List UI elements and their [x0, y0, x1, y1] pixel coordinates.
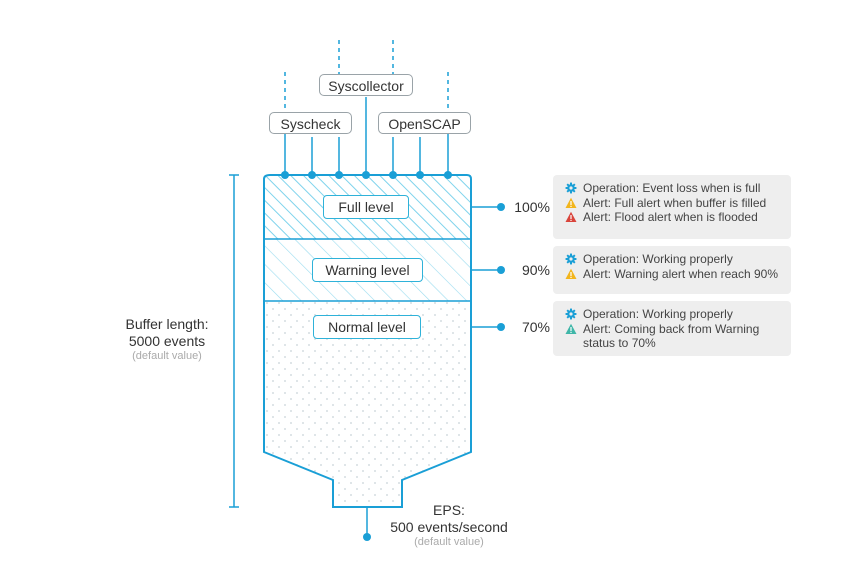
- info-text: Operation: Working properly: [583, 252, 733, 267]
- percent-full: 100%: [514, 199, 550, 215]
- eps-label: EPS: 500 events/second (default value): [378, 502, 520, 548]
- warning-red-icon: [565, 211, 577, 223]
- info-line: Alert: Flood alert when is flooded: [565, 210, 783, 225]
- buffer-length-value: 5000 events: [128, 333, 206, 349]
- eps-value: 500 events/second: [390, 519, 508, 535]
- info-panel-normal: Operation: Working properly Alert: Comin…: [553, 301, 791, 356]
- buffer-length-note: (default value): [132, 350, 202, 362]
- buffer-length-label: Buffer length: 5000 events (default valu…: [108, 316, 226, 362]
- warning-yellow-icon: [565, 268, 577, 280]
- info-text: Operation: Event loss when is full: [583, 181, 761, 196]
- level-normal: Normal level: [313, 315, 421, 339]
- level-warning: Warning level: [312, 258, 423, 282]
- warning-teal-icon: [565, 323, 577, 335]
- gear-icon: [565, 182, 577, 194]
- info-line: Alert: Coming back from Warning: [565, 322, 783, 337]
- info-line: Alert: Warning alert when reach 90%: [565, 267, 783, 282]
- gear-icon: [565, 253, 577, 265]
- info-line: Operation: Working properly: [565, 252, 783, 267]
- info-text: Alert: Full alert when buffer is filled: [583, 195, 767, 210]
- eps-title: EPS:: [433, 502, 465, 518]
- percent-warning: 90%: [521, 262, 550, 278]
- buffer-length-bracket: [229, 174, 239, 508]
- buffer-length-title: Buffer length:: [125, 316, 209, 332]
- source-openscap: OpenSCAP: [378, 112, 471, 134]
- info-text: Operation: Working properly: [583, 307, 733, 322]
- gear-icon: [565, 308, 577, 320]
- info-panel-warning: Operation: Working properly Alert: Warni…: [553, 246, 791, 294]
- tank-outline: [263, 174, 472, 508]
- warning-yellow-icon: [565, 197, 577, 209]
- info-line: Alert: Full alert when buffer is filled: [565, 196, 783, 211]
- level-connectors: [471, 203, 505, 331]
- info-text: Alert: Warning alert when reach 90%: [583, 266, 778, 281]
- info-panel-full: Operation: Event loss when is full Alert…: [553, 175, 791, 239]
- output-line: [363, 507, 371, 541]
- info-text: Alert: Coming back from Warning: [583, 321, 760, 336]
- info-text: Alert: Flood alert when is flooded: [583, 210, 758, 225]
- info-continuation: status to 70%: [583, 336, 656, 350]
- input-dots: [281, 171, 452, 179]
- input-feed-lines: [284, 40, 449, 175]
- source-syscheck: Syscheck: [269, 112, 352, 134]
- info-line: Operation: Event loss when is full: [565, 181, 783, 196]
- percent-normal: 70%: [521, 319, 550, 335]
- eps-note: (default value): [414, 536, 484, 548]
- tank-fill: [264, 175, 471, 507]
- level-full: Full level: [323, 195, 409, 219]
- info-line: Operation: Working properly: [565, 307, 783, 322]
- source-syscollector: Syscollector: [319, 74, 413, 96]
